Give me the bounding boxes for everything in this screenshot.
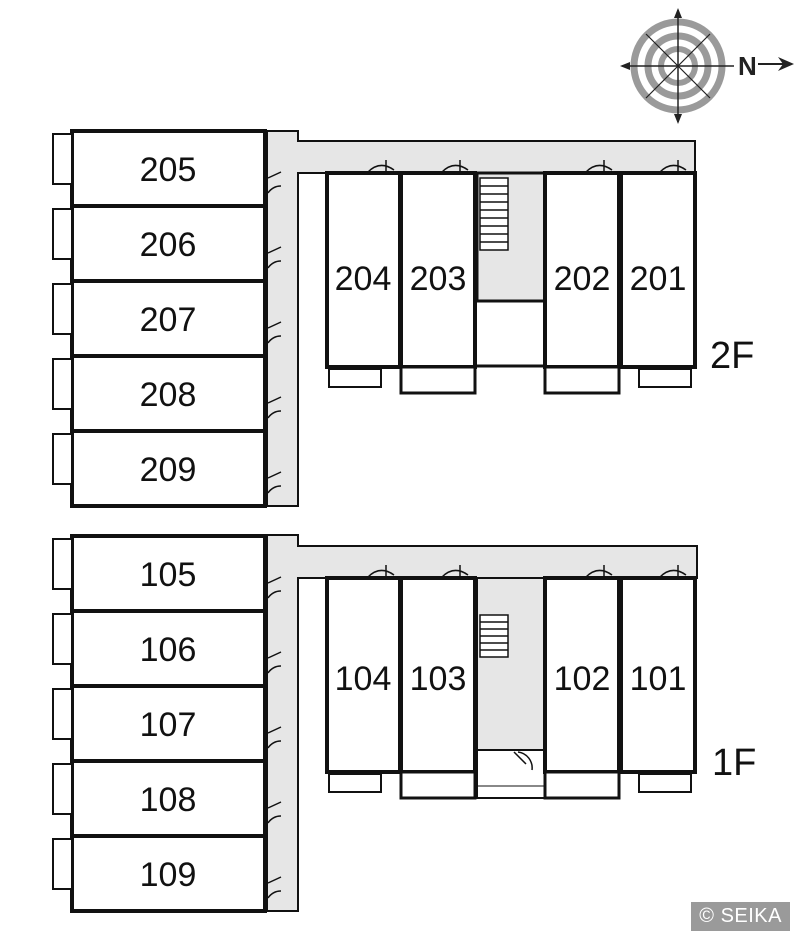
unit-109	[70, 834, 267, 913]
unit-label: 208	[140, 376, 197, 414]
balcony	[52, 208, 73, 260]
floor-2f: 205 206 207 208 209 204 203 202 201 2F	[52, 129, 754, 508]
stairs-icon	[479, 614, 509, 658]
copyright-badge: © SEIKA	[691, 902, 790, 931]
door-icon	[267, 160, 687, 494]
balcony	[52, 838, 73, 890]
unit-101	[619, 576, 697, 774]
unit-104	[325, 576, 402, 774]
balcony	[52, 538, 73, 590]
stair-core-1f	[476, 577, 546, 751]
balcony	[52, 358, 73, 410]
unit-105	[70, 534, 267, 613]
stairs-icon	[479, 177, 509, 251]
balcony	[543, 770, 621, 800]
balcony	[638, 773, 692, 793]
unit-206	[70, 204, 267, 283]
unit-106	[70, 609, 267, 688]
door-icon	[267, 565, 687, 899]
unit-label: 101	[630, 660, 687, 698]
unit-102	[543, 576, 621, 774]
unit-204	[325, 171, 402, 369]
balcony	[52, 688, 73, 740]
compass-icon: N	[620, 8, 794, 124]
balcony	[328, 368, 382, 388]
unit-205	[70, 129, 267, 208]
floor-label-1f: 1F	[712, 742, 756, 784]
unit-label: 109	[140, 856, 197, 894]
floor-label-2f: 2F	[710, 335, 754, 377]
unit-label: 209	[140, 451, 197, 489]
unit-label: 201	[630, 260, 687, 298]
unit-209	[70, 429, 267, 508]
unit-label: 104	[335, 660, 392, 698]
balcony	[399, 770, 477, 800]
balcony	[399, 365, 477, 395]
balcony	[52, 133, 73, 185]
balcony	[328, 773, 382, 793]
unit-label: 108	[140, 781, 197, 819]
unit-103	[399, 576, 477, 774]
balcony	[52, 433, 73, 485]
unit-label: 107	[140, 706, 197, 744]
unit-label: 207	[140, 301, 197, 339]
unit-208	[70, 354, 267, 433]
balcony	[52, 613, 73, 665]
unit-label: 202	[554, 260, 611, 298]
balcony	[52, 283, 73, 335]
unit-label: 204	[335, 260, 392, 298]
unit-label: 105	[140, 556, 197, 594]
unit-label: 103	[410, 660, 467, 698]
unit-label: 106	[140, 631, 197, 669]
balcony	[52, 763, 73, 815]
unit-label: 203	[410, 260, 467, 298]
unit-202	[543, 171, 621, 369]
entrance	[476, 749, 546, 799]
floor-1f: 105 106 107 108 109 104 103 102 101 1F	[52, 534, 756, 913]
unit-203	[399, 171, 477, 369]
north-letter: N	[738, 51, 757, 81]
balcony	[638, 368, 692, 388]
balcony	[543, 365, 621, 395]
unit-label: 206	[140, 226, 197, 264]
unit-label: 205	[140, 151, 197, 189]
unit-label: 102	[554, 660, 611, 698]
unit-201	[619, 171, 697, 369]
unit-107	[70, 684, 267, 763]
